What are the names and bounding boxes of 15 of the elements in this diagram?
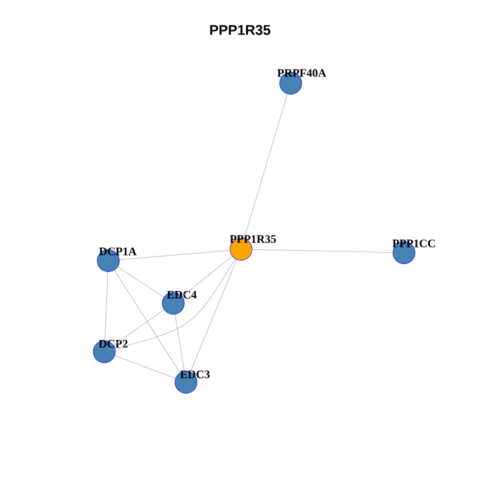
edge-line (114, 258, 236, 350)
edge-line (244, 94, 288, 239)
edge-line (113, 310, 164, 346)
edge-line (104, 272, 108, 341)
node-label: PRPF40A (277, 69, 326, 77)
edge-line (117, 266, 164, 298)
edge-line (190, 259, 237, 372)
edge-line (114, 355, 176, 379)
edge-line (114, 270, 180, 374)
edge-line (119, 250, 230, 260)
edge-line (252, 249, 393, 253)
node-label: PPP1R35 (230, 235, 276, 243)
edge-line (182, 256, 232, 297)
edge-line (174, 314, 184, 372)
title: PPP1R35 (210, 25, 270, 35)
